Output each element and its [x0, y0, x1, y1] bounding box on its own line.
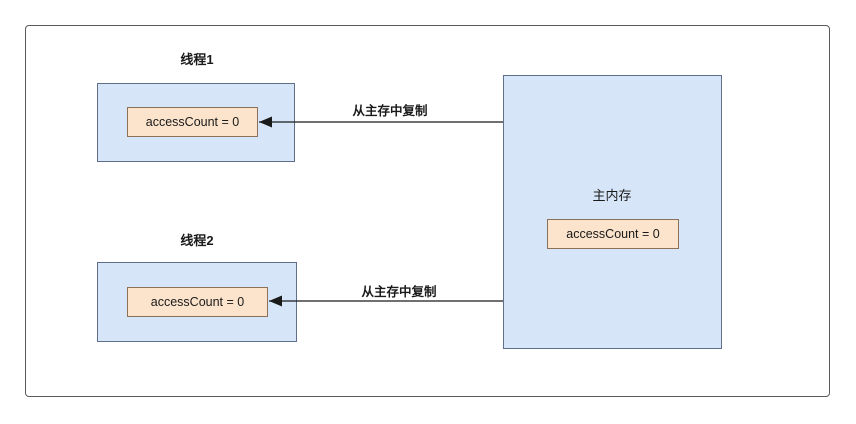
copy-arrow-thread1-label: 从主存中复制 — [352, 104, 428, 118]
thread2-title: 线程2 — [180, 233, 214, 248]
diagram-frame — [25, 25, 830, 397]
main-memory-variable: accessCount = 0 — [547, 219, 679, 249]
thread1-variable: accessCount = 0 — [127, 107, 258, 137]
main-memory-box — [503, 75, 722, 349]
copy-arrow-thread2-label: 从主存中复制 — [361, 285, 437, 299]
thread2-variable: accessCount = 0 — [127, 287, 268, 317]
main-memory-title: 主内存 — [592, 188, 632, 203]
thread1-title: 线程1 — [180, 52, 214, 67]
